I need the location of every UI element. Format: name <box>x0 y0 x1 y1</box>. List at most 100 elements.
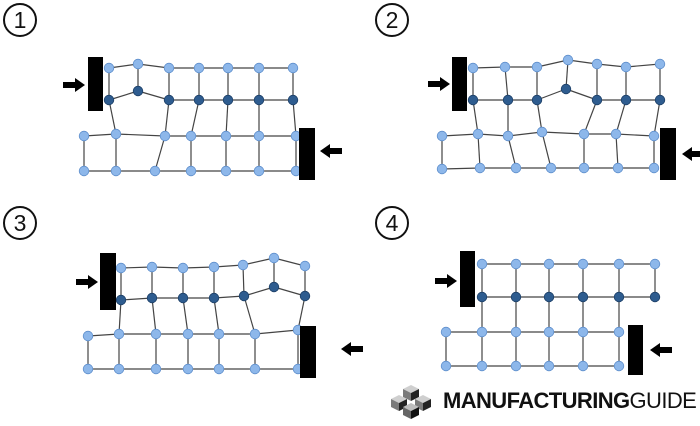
dark-atom-p1 <box>103 94 115 106</box>
atom-p1 <box>253 165 265 177</box>
atom-p3 <box>177 262 189 274</box>
dark-atom-p3 <box>268 281 280 293</box>
bond-p2 <box>615 133 619 169</box>
atom-p3 <box>150 328 162 340</box>
atom-p1 <box>78 165 90 177</box>
block-layer <box>63 57 700 378</box>
dark-atom-p3 <box>146 292 158 304</box>
atom-p2 <box>612 162 624 174</box>
dark-atom-p4 <box>476 291 488 303</box>
atom-p1 <box>132 58 144 70</box>
bond-p1 <box>83 133 117 137</box>
atom-p2 <box>620 61 632 73</box>
bond-p2 <box>507 131 543 137</box>
atom-p4 <box>440 360 452 372</box>
atom-p3 <box>113 363 125 375</box>
atom-p2 <box>502 130 514 142</box>
bond-p2 <box>536 99 543 133</box>
arrow-p2 <box>682 147 700 161</box>
bond-p2 <box>536 59 569 68</box>
bond-p3 <box>243 295 256 335</box>
block-p2 <box>660 128 676 180</box>
atom-p2 <box>648 130 660 142</box>
isometric-cubes-icon <box>391 385 431 419</box>
atom-p2 <box>610 128 622 140</box>
atom-p1 <box>185 130 197 142</box>
atom-p2 <box>591 58 603 70</box>
atom-p2 <box>536 126 548 138</box>
dark-atom-p1 <box>287 94 299 106</box>
atom-p3 <box>249 328 261 340</box>
dark-atom-p3 <box>208 292 220 304</box>
bond-p3 <box>213 297 220 335</box>
atom-p2 <box>510 162 522 174</box>
atom-p3 <box>208 261 220 273</box>
atom-p3 <box>249 363 261 375</box>
atom-p2 <box>654 58 666 70</box>
atom-p4 <box>613 360 625 372</box>
atom-p3 <box>182 328 194 340</box>
atom-p3 <box>182 363 194 375</box>
atom-p4 <box>613 258 625 270</box>
atom-p3 <box>150 363 162 375</box>
bond-p1 <box>137 90 170 101</box>
atom-p1 <box>159 130 171 142</box>
atom-p4 <box>476 360 488 372</box>
atom-p4 <box>510 258 522 270</box>
atom-p2 <box>474 162 486 174</box>
block-p4 <box>460 251 475 307</box>
atom-p2 <box>436 163 448 175</box>
bond-p3 <box>243 286 275 297</box>
atom-p4 <box>577 360 589 372</box>
bond-p1 <box>292 99 297 137</box>
bond-p3 <box>297 295 306 331</box>
bond-p2 <box>477 133 481 169</box>
arrow-p3 <box>76 275 98 289</box>
atom-p1 <box>149 165 161 177</box>
dark-atom-p3 <box>115 294 127 306</box>
bond-p2 <box>541 131 585 135</box>
bond-p2 <box>615 133 655 137</box>
atom-p1 <box>185 165 197 177</box>
dark-atom-p2 <box>531 94 543 106</box>
bond-p2 <box>504 66 509 101</box>
bond-p2 <box>625 63 661 68</box>
block-p2 <box>452 57 467 111</box>
bond-p1 <box>108 99 117 135</box>
atom-p2 <box>499 61 511 73</box>
atom-p4 <box>577 326 589 338</box>
dark-atom-p2 <box>467 94 479 106</box>
atom-p2 <box>578 128 590 140</box>
atom-p1 <box>287 62 299 74</box>
dark-atom-p3 <box>299 290 311 302</box>
bond-p3 <box>151 297 157 335</box>
bond-p2 <box>583 99 598 135</box>
arrow-p4 <box>650 343 672 357</box>
bond-p1 <box>164 99 170 137</box>
bond-p2 <box>507 135 517 169</box>
dark-atom-p4 <box>613 291 625 303</box>
manufacturing-guide-logo: MANUFACTURINGGUIDE <box>383 381 697 421</box>
atom-p4 <box>510 326 522 338</box>
atom-p3 <box>213 363 225 375</box>
atom-p4 <box>476 258 488 270</box>
atom-p3 <box>268 252 280 264</box>
atom-p4 <box>543 258 555 270</box>
bond-p3 <box>254 329 299 335</box>
atom-p3 <box>82 330 94 342</box>
logo-text-light: GUIDE <box>629 388 697 413</box>
atom-p4 <box>649 258 661 270</box>
dark-atom-p3 <box>238 290 250 302</box>
panel-label-4: 4 <box>375 206 409 240</box>
dark-atom-p1 <box>193 94 205 106</box>
dark-atom-p2 <box>502 94 514 106</box>
atom-p2 <box>648 162 660 174</box>
panel-label-1: 1 <box>3 3 37 37</box>
atom-p1 <box>163 62 175 74</box>
atom-p1 <box>193 62 205 74</box>
bond-p1 <box>137 63 170 69</box>
bond-layer <box>83 59 661 370</box>
atom-p4 <box>440 326 452 338</box>
atom-p3 <box>115 262 127 274</box>
bond-p3 <box>273 257 306 267</box>
